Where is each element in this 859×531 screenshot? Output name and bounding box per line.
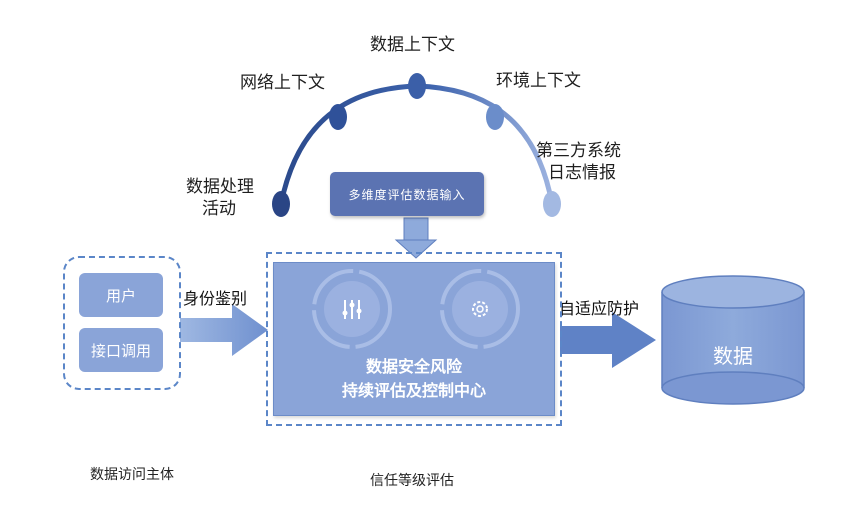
api-call-box: 接口调用 [79,328,163,372]
api-call-label: 接口调用 [90,341,151,360]
label-data-context: 数据上下文 [370,35,455,55]
center-icons [312,269,520,349]
user-box: 用户 [79,273,163,317]
node-third-party [543,191,561,217]
input-box-label: 多维度评估数据输入 [348,187,466,202]
sliders-icon [312,269,392,349]
gear-icon [440,269,520,349]
label-network-context: 网络上下文 [240,73,325,93]
trust-evaluation-caption: 信任等级评估 [370,473,454,489]
risk-control-center: 数据安全风险 持续评估及控制中心 [273,262,555,416]
label-third-party-line2: 日志情报 [548,163,616,183]
label-processing-line1: 数据处理 [186,177,254,197]
multi-dimensional-input-box: 多维度评估数据输入 [330,172,484,216]
protect-label: 自适应防护 [559,299,640,318]
node-network [329,104,347,130]
center-title-line1: 数据安全风险 [365,357,462,376]
access-subject-caption: 数据访问主体 [90,467,174,483]
node-data [408,73,426,99]
center-title-line2: 持续评估及控制中心 [341,381,486,400]
label-processing-line2: 活动 [202,199,236,219]
auth-label: 身份鉴别 [183,289,248,308]
node-processing [272,191,290,217]
user-label: 用户 [105,286,136,305]
input-down-arrow [394,217,438,259]
access-subject-group [63,256,181,390]
data-store-label: 数据 [713,344,753,368]
node-environment [486,104,504,130]
trust-evaluation-group [266,252,562,426]
label-environment-context: 环境上下文 [496,71,581,91]
label-third-party-line1: 第三方系统 [536,141,621,161]
protect-arrow [560,312,656,368]
auth-arrow [180,304,268,356]
data-cylinder [661,275,805,405]
